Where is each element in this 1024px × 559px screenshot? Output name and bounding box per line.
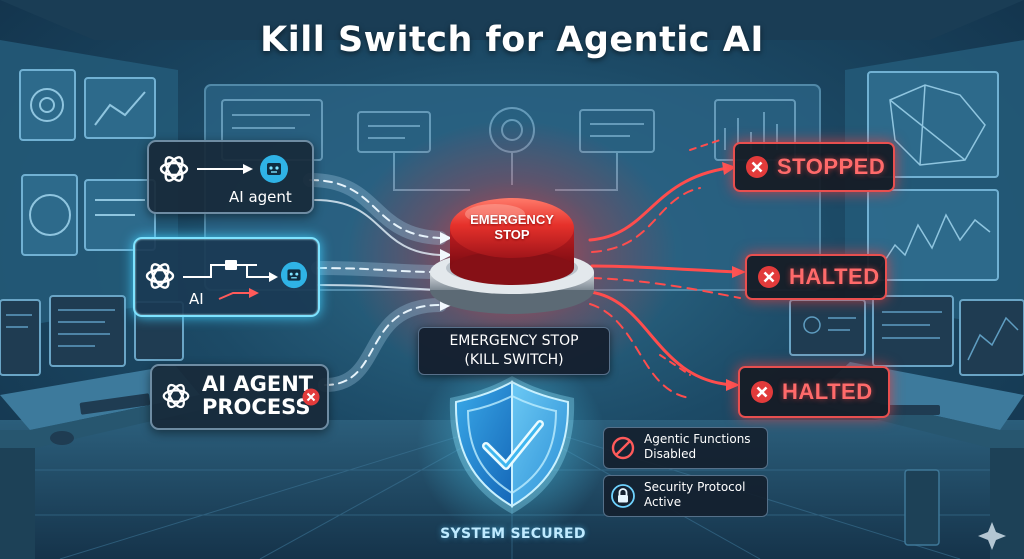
ai-agent-label: AI agent bbox=[229, 188, 292, 206]
system-secured-label: SYSTEM SECURED bbox=[440, 526, 586, 542]
robot-icon bbox=[260, 155, 288, 183]
lock-icon bbox=[611, 484, 635, 508]
openai-logo-icon bbox=[159, 156, 189, 182]
status-text: HALTED bbox=[789, 264, 880, 289]
arrow-right-icon bbox=[197, 164, 253, 174]
ai-agent-card: AI agent bbox=[147, 140, 314, 214]
ai-process-card: AI bbox=[133, 237, 320, 317]
kill-switch-label: EMERGENCY STOP (KILL SWITCH) bbox=[418, 327, 610, 375]
error-x-icon bbox=[746, 156, 768, 178]
kill-switch-line2: (KILL SWITCH) bbox=[464, 352, 564, 368]
openai-logo-icon bbox=[162, 383, 190, 409]
status-text: HALTED bbox=[782, 379, 873, 404]
ai-agent-process-label-line2: PROCESS bbox=[202, 395, 311, 419]
kill-switch-line1: EMERGENCY STOP bbox=[449, 333, 579, 349]
info-line1: Security Protocol bbox=[644, 480, 746, 494]
status-badge-halted: HALTED bbox=[745, 254, 887, 300]
status-badge-halted: HALTED bbox=[738, 366, 890, 418]
info-security-protocol-active: Security Protocol Active bbox=[603, 475, 768, 517]
info-line1: Agentic Functions bbox=[644, 432, 751, 446]
info-line2: Active bbox=[644, 495, 682, 509]
sparkle-icon bbox=[978, 522, 1006, 550]
ai-label: AI bbox=[189, 290, 204, 308]
ai-agent-process-label-line1: AI AGENT bbox=[202, 372, 314, 396]
emergency-stop-line1: EMERGENCY bbox=[470, 212, 554, 227]
status-badge-stopped: STOPPED bbox=[733, 142, 895, 192]
prohibited-icon bbox=[611, 436, 635, 460]
openai-logo-icon bbox=[145, 263, 175, 289]
error-x-icon bbox=[751, 381, 773, 403]
info-line2: Disabled bbox=[644, 447, 697, 461]
shield-icon bbox=[449, 376, 575, 514]
status-text: STOPPED bbox=[777, 154, 886, 179]
info-agentic-functions-disabled: Agentic Functions Disabled bbox=[603, 427, 768, 469]
page-title: Kill Switch for Agentic AI bbox=[260, 20, 764, 60]
error-x-icon bbox=[302, 388, 320, 406]
workflow-icon bbox=[183, 260, 278, 300]
emergency-stop-button[interactable]: EMERGENCY STOP bbox=[437, 212, 587, 242]
robot-icon bbox=[280, 261, 308, 289]
emergency-stop-line2: STOP bbox=[494, 227, 530, 242]
ai-agent-process-card: AI AGENT PROCESS bbox=[150, 364, 329, 430]
error-x-icon bbox=[758, 266, 780, 288]
